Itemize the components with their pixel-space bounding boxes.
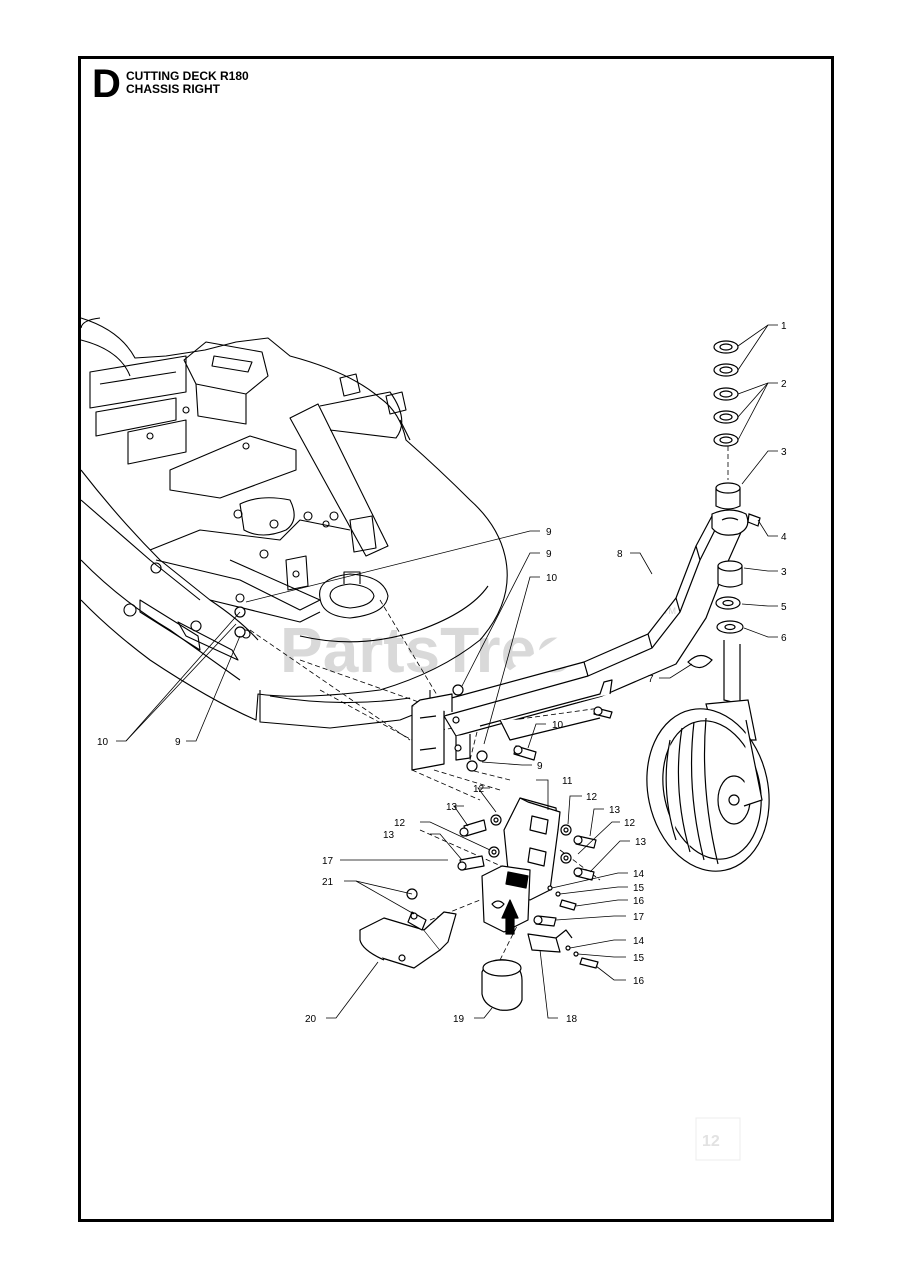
callout-13: 13 — [609, 805, 621, 816]
callout-3: 3 — [781, 447, 787, 458]
callout-9: 9 — [546, 549, 552, 560]
page-number: 12 — [702, 1133, 720, 1150]
callout-17: 17 — [633, 912, 645, 923]
callout-5: 5 — [781, 602, 787, 613]
callout-12: 12 — [473, 784, 485, 795]
callout-16: 16 — [633, 976, 645, 987]
callout-17: 17 — [322, 856, 334, 867]
page-frame — [78, 56, 834, 1222]
watermark-tm: TM — [663, 606, 676, 616]
callout-9: 9 — [537, 761, 543, 772]
title-line-2: CHASSIS RIGHT — [126, 82, 221, 96]
callout-19: 19 — [453, 1014, 465, 1025]
callout-2: 2 — [781, 379, 787, 390]
section-letter: D — [92, 62, 121, 106]
callout-13: 13 — [635, 837, 647, 848]
callout-9: 9 — [175, 737, 181, 748]
page-title: CUTTING DECK R180 CHASSIS RIGHT — [126, 70, 249, 96]
leader-lines — [116, 324, 778, 1019]
callout-16: 16 — [633, 896, 645, 907]
callout-6: 6 — [781, 633, 787, 644]
chassis-arm — [411, 509, 749, 771]
callout-numbers: 1 2 3 4 3 5 6 7 8 9 9 10 10 9 10 9 11 12… — [97, 321, 787, 1025]
callout-13: 13 — [383, 830, 395, 841]
callout-10: 10 — [97, 737, 109, 748]
callout-3: 3 — [781, 567, 787, 578]
callout-11: 11 — [562, 776, 573, 787]
page-number-box: 12 — [695, 1117, 741, 1161]
title-line-1: CUTTING DECK R180 — [126, 69, 249, 83]
callout-15: 15 — [633, 883, 645, 894]
callout-12: 12 — [586, 792, 598, 803]
callout-14: 14 — [633, 936, 645, 947]
callout-9: 9 — [546, 527, 552, 538]
callout-8: 8 — [617, 549, 623, 560]
callout-12: 12 — [624, 818, 636, 829]
callout-20: 20 — [305, 1014, 317, 1025]
callout-1: 1 — [781, 321, 787, 332]
bearing-stack — [687, 340, 761, 669]
callout-18: 18 — [566, 1014, 578, 1025]
callout-10: 10 — [546, 573, 558, 584]
callout-15: 15 — [633, 953, 645, 964]
callout-4: 4 — [781, 532, 787, 543]
callout-12: 12 — [394, 818, 406, 829]
bracket-assembly — [234, 606, 613, 1011]
callout-13: 13 — [446, 802, 458, 813]
callout-14: 14 — [633, 869, 645, 880]
callout-10: 10 — [552, 720, 564, 731]
callout-21: 21 — [322, 877, 334, 888]
caster-wheel — [646, 640, 770, 872]
callout-7: 7 — [648, 674, 654, 685]
